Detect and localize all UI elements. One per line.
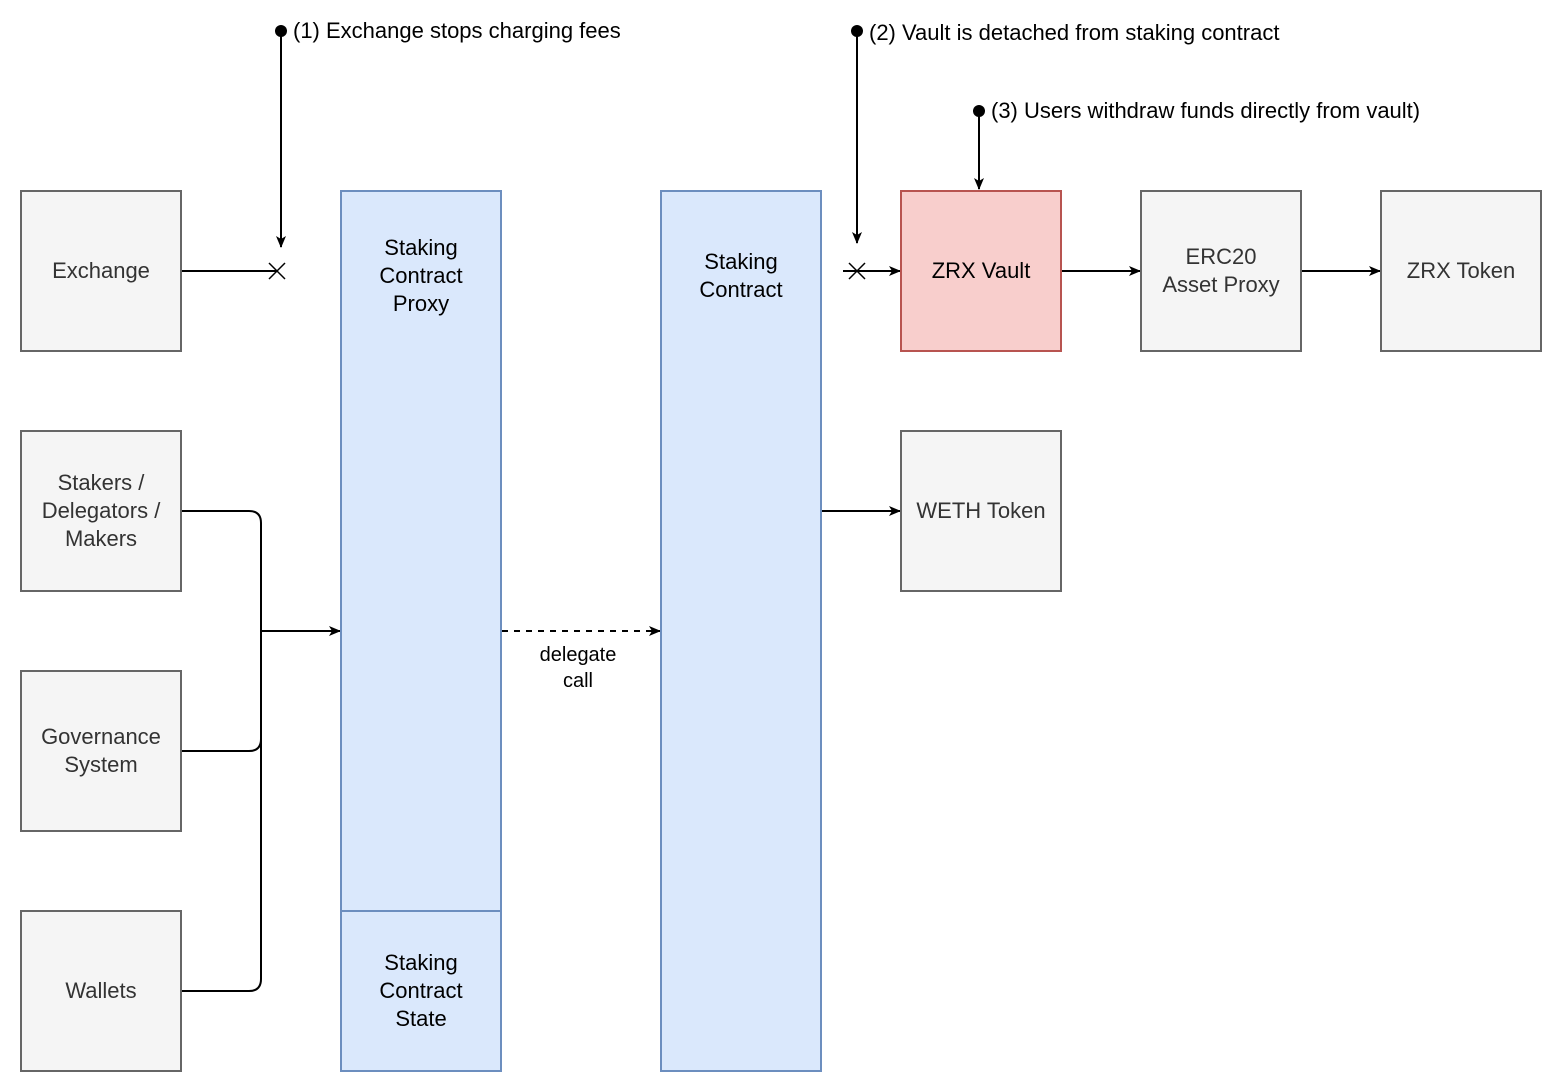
zrx-token-label: ZRX Token [1406, 258, 1516, 283]
staking-contract-node[interactable]: Staking Contract [660, 190, 822, 1072]
wallets-edge [182, 631, 262, 992]
staking-proxy-node[interactable]: Staking Contract Proxy [340, 190, 502, 912]
staking-state-node[interactable]: Staking Contract State [340, 910, 502, 1072]
governance-node[interactable]: Governance System [20, 670, 182, 832]
weth-token-node[interactable]: WETH Token [900, 430, 1062, 592]
zrx-vault-node[interactable]: ZRX Vault [900, 190, 1062, 352]
erc20-proxy-node[interactable]: ERC20 Asset Proxy [1140, 190, 1302, 352]
governance-label: Governance System [41, 724, 161, 777]
weth-token-label: WETH Token [916, 498, 1046, 523]
wallets-node[interactable]: Wallets [20, 910, 182, 1072]
delegate-call-label: delegate call [539, 644, 617, 692]
stakers-label: Stakers / Delegators / Makers [41, 470, 161, 551]
exchange-cut-cross-icon [268, 262, 286, 280]
staking-contract-label: Staking Contract [699, 249, 783, 302]
step1-annotation: (1) Exchange stops charging fees [293, 18, 621, 43]
exchange-node[interactable]: Exchange [20, 190, 182, 352]
step2-annotation: (2) Vault is detached from staking contr… [869, 20, 1280, 45]
stakers-edge [182, 510, 262, 631]
zrx-token-node[interactable]: ZRX Token [1380, 190, 1542, 352]
exchange-label: Exchange [52, 258, 150, 283]
erc20-proxy-label: ERC20 Asset Proxy [1162, 244, 1280, 297]
staking-proxy-label: Staking Contract Proxy [379, 235, 463, 316]
stakers-node[interactable]: Stakers / Delegators / Makers [20, 430, 182, 592]
step3-annotation: (3) Users withdraw funds directly from v… [991, 98, 1421, 123]
zrx-vault-label: ZRX Vault [931, 258, 1031, 283]
governance-edge [182, 631, 262, 752]
wallets-label: Wallets [65, 978, 137, 1003]
staking-state-label: Staking Contract State [379, 950, 463, 1031]
vault-cut-cross-icon [848, 262, 866, 280]
